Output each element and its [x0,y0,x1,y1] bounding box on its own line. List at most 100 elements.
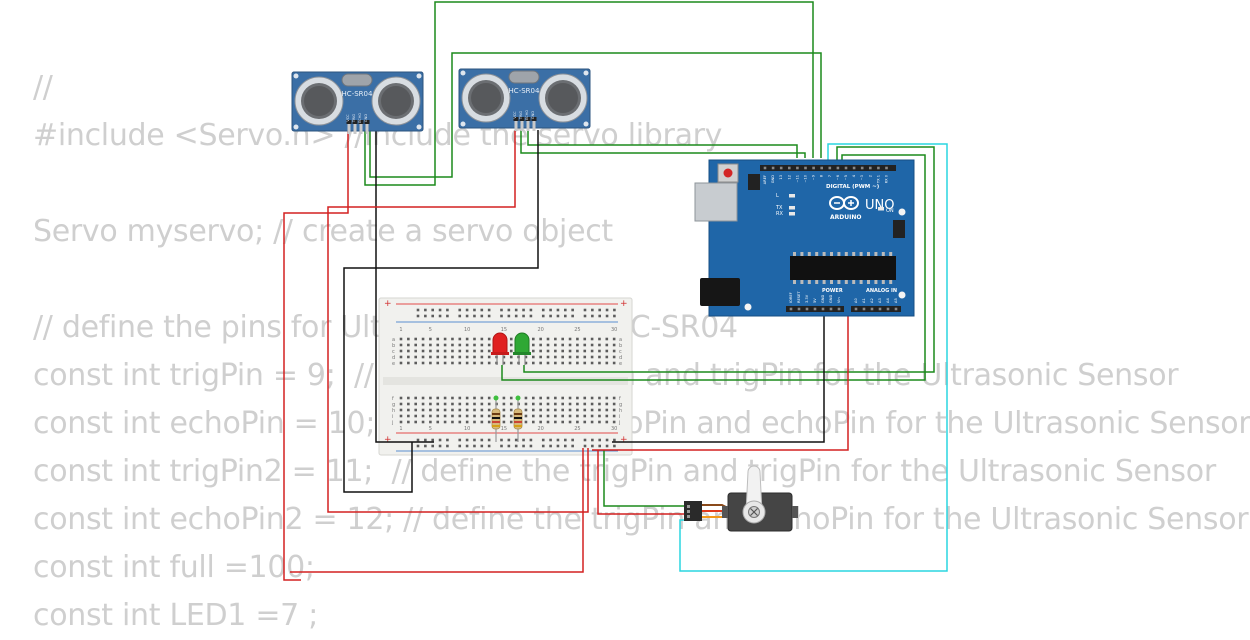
breadboard-hole[interactable] [583,361,587,365]
arduino-pin[interactable] [779,166,783,170]
breadboard-hole[interactable] [561,420,564,424]
breadboard-hole[interactable] [436,408,440,412]
breadboard-hole[interactable] [590,408,594,412]
breadboard-hole[interactable] [421,343,425,347]
breadboard-hole[interactable] [532,337,535,341]
breadboard-hole[interactable] [436,337,440,341]
breadboard-rail-hole[interactable] [416,444,420,448]
breadboard-hole[interactable] [612,337,616,341]
breadboard-rail-hole[interactable] [556,308,560,312]
breadboard-rail-hole[interactable] [598,314,601,318]
breadboard-hole[interactable] [568,343,572,347]
breadboard-hole[interactable] [421,396,425,400]
sensor-pin[interactable] [359,122,363,134]
breadboard-rail-hole[interactable] [556,444,560,448]
breadboard-hole[interactable] [436,396,440,400]
breadboard-hole[interactable] [539,361,542,365]
breadboard-hole[interactable] [480,414,484,418]
breadboard-hole[interactable] [554,402,557,406]
breadboard-hole[interactable] [546,355,550,359]
breadboard-rail-hole[interactable] [500,444,503,448]
breadboard-rail-hole[interactable] [424,444,427,448]
breadboard-hole[interactable] [605,361,609,365]
wire-green-servo-signal[interactable] [603,450,684,507]
breadboard-rail-hole[interactable] [500,308,503,312]
breadboard-hole[interactable] [561,343,564,347]
arduino-pin[interactable] [854,307,858,311]
breadboard-hole[interactable] [414,420,417,424]
breadboard-hole[interactable] [583,414,587,418]
breadboard-rail-hole[interactable] [458,308,462,312]
breadboard-hole[interactable] [451,355,454,359]
arduino-pin[interactable] [813,307,817,311]
breadboard-hole[interactable] [539,408,542,412]
breadboard-hole[interactable] [590,361,594,365]
breadboard-hole[interactable] [524,414,528,418]
breadboard-hole[interactable] [414,361,417,365]
arduino-pin[interactable] [829,307,833,311]
breadboard-hole[interactable] [554,343,557,347]
breadboard-hole[interactable] [509,408,513,412]
breadboard-hole[interactable] [561,355,564,359]
breadboard-hole[interactable] [414,337,417,341]
breadboard-hole[interactable] [576,414,579,418]
arduino-pin[interactable] [797,307,801,311]
breadboard-rail-hole[interactable] [541,308,545,312]
breadboard-rail-hole[interactable] [514,444,518,448]
breadboard-hole[interactable] [546,402,550,406]
arduino-pin[interactable] [804,166,807,170]
led-red[interactable] [491,332,509,365]
breadboard-hole[interactable] [480,361,484,365]
arduino-pin[interactable] [788,166,791,170]
wire-green-sensor1-to-arduino[interactable] [364,1,814,186]
breadboard-rail-hole[interactable] [487,438,491,442]
breadboard-hole[interactable] [414,349,417,353]
breadboard-hole[interactable] [605,355,609,359]
breadboard-hole[interactable] [421,349,425,353]
breadboard-hole[interactable] [605,396,609,400]
breadboard-hole[interactable] [554,408,557,412]
breadboard-hole[interactable] [561,396,564,400]
wire-red-breadboard-to-servo[interactable] [290,448,584,573]
breadboard-rail-hole[interactable] [507,438,511,442]
breadboard-hole[interactable] [532,349,535,353]
breadboard-hole[interactable] [590,414,594,418]
breadboard-hole[interactable] [487,396,491,400]
breadboard-hole[interactable] [539,402,542,406]
wire-green-sensor2-echo-to-arduino[interactable] [527,130,798,158]
breadboard-rail-hole[interactable] [473,308,476,312]
breadboard-hole[interactable] [421,408,425,412]
breadboard-hole[interactable] [487,402,491,406]
breadboard-hole[interactable] [458,361,462,365]
breadboard-hole[interactable] [458,402,462,406]
breadboard-rail-hole[interactable] [613,314,616,318]
breadboard-hole[interactable] [429,343,432,347]
arduino-pin[interactable] [763,166,767,170]
breadboard-rail-hole[interactable] [522,314,525,318]
servo-motor[interactable] [684,465,798,532]
breadboard-hole[interactable] [399,355,403,359]
breadboard-rail-hole[interactable] [541,314,545,318]
breadboard-hole[interactable] [598,355,601,359]
breadboard-rail-hole[interactable] [564,308,567,312]
breadboard-hole[interactable] [568,396,572,400]
breadboard-hole[interactable] [561,361,564,365]
breadboard-hole[interactable] [399,420,403,424]
breadboard-rail-hole[interactable] [541,444,545,448]
breadboard-hole[interactable] [399,408,403,412]
breadboard-hole[interactable] [429,408,432,412]
breadboard-rail-hole[interactable] [591,444,594,448]
breadboard-hole[interactable] [480,343,484,347]
breadboard-rail-hole[interactable] [529,438,533,442]
breadboard-hole[interactable] [399,349,403,353]
breadboard-hole[interactable] [576,349,579,353]
breadboard-hole[interactable] [539,343,542,347]
breadboard-rail-hole[interactable] [571,308,574,312]
breadboard-hole[interactable] [421,402,425,406]
breadboard-hole[interactable] [421,414,425,418]
breadboard-hole[interactable] [443,402,447,406]
breadboard-hole[interactable] [436,420,440,424]
breadboard-hole[interactable] [576,402,579,406]
